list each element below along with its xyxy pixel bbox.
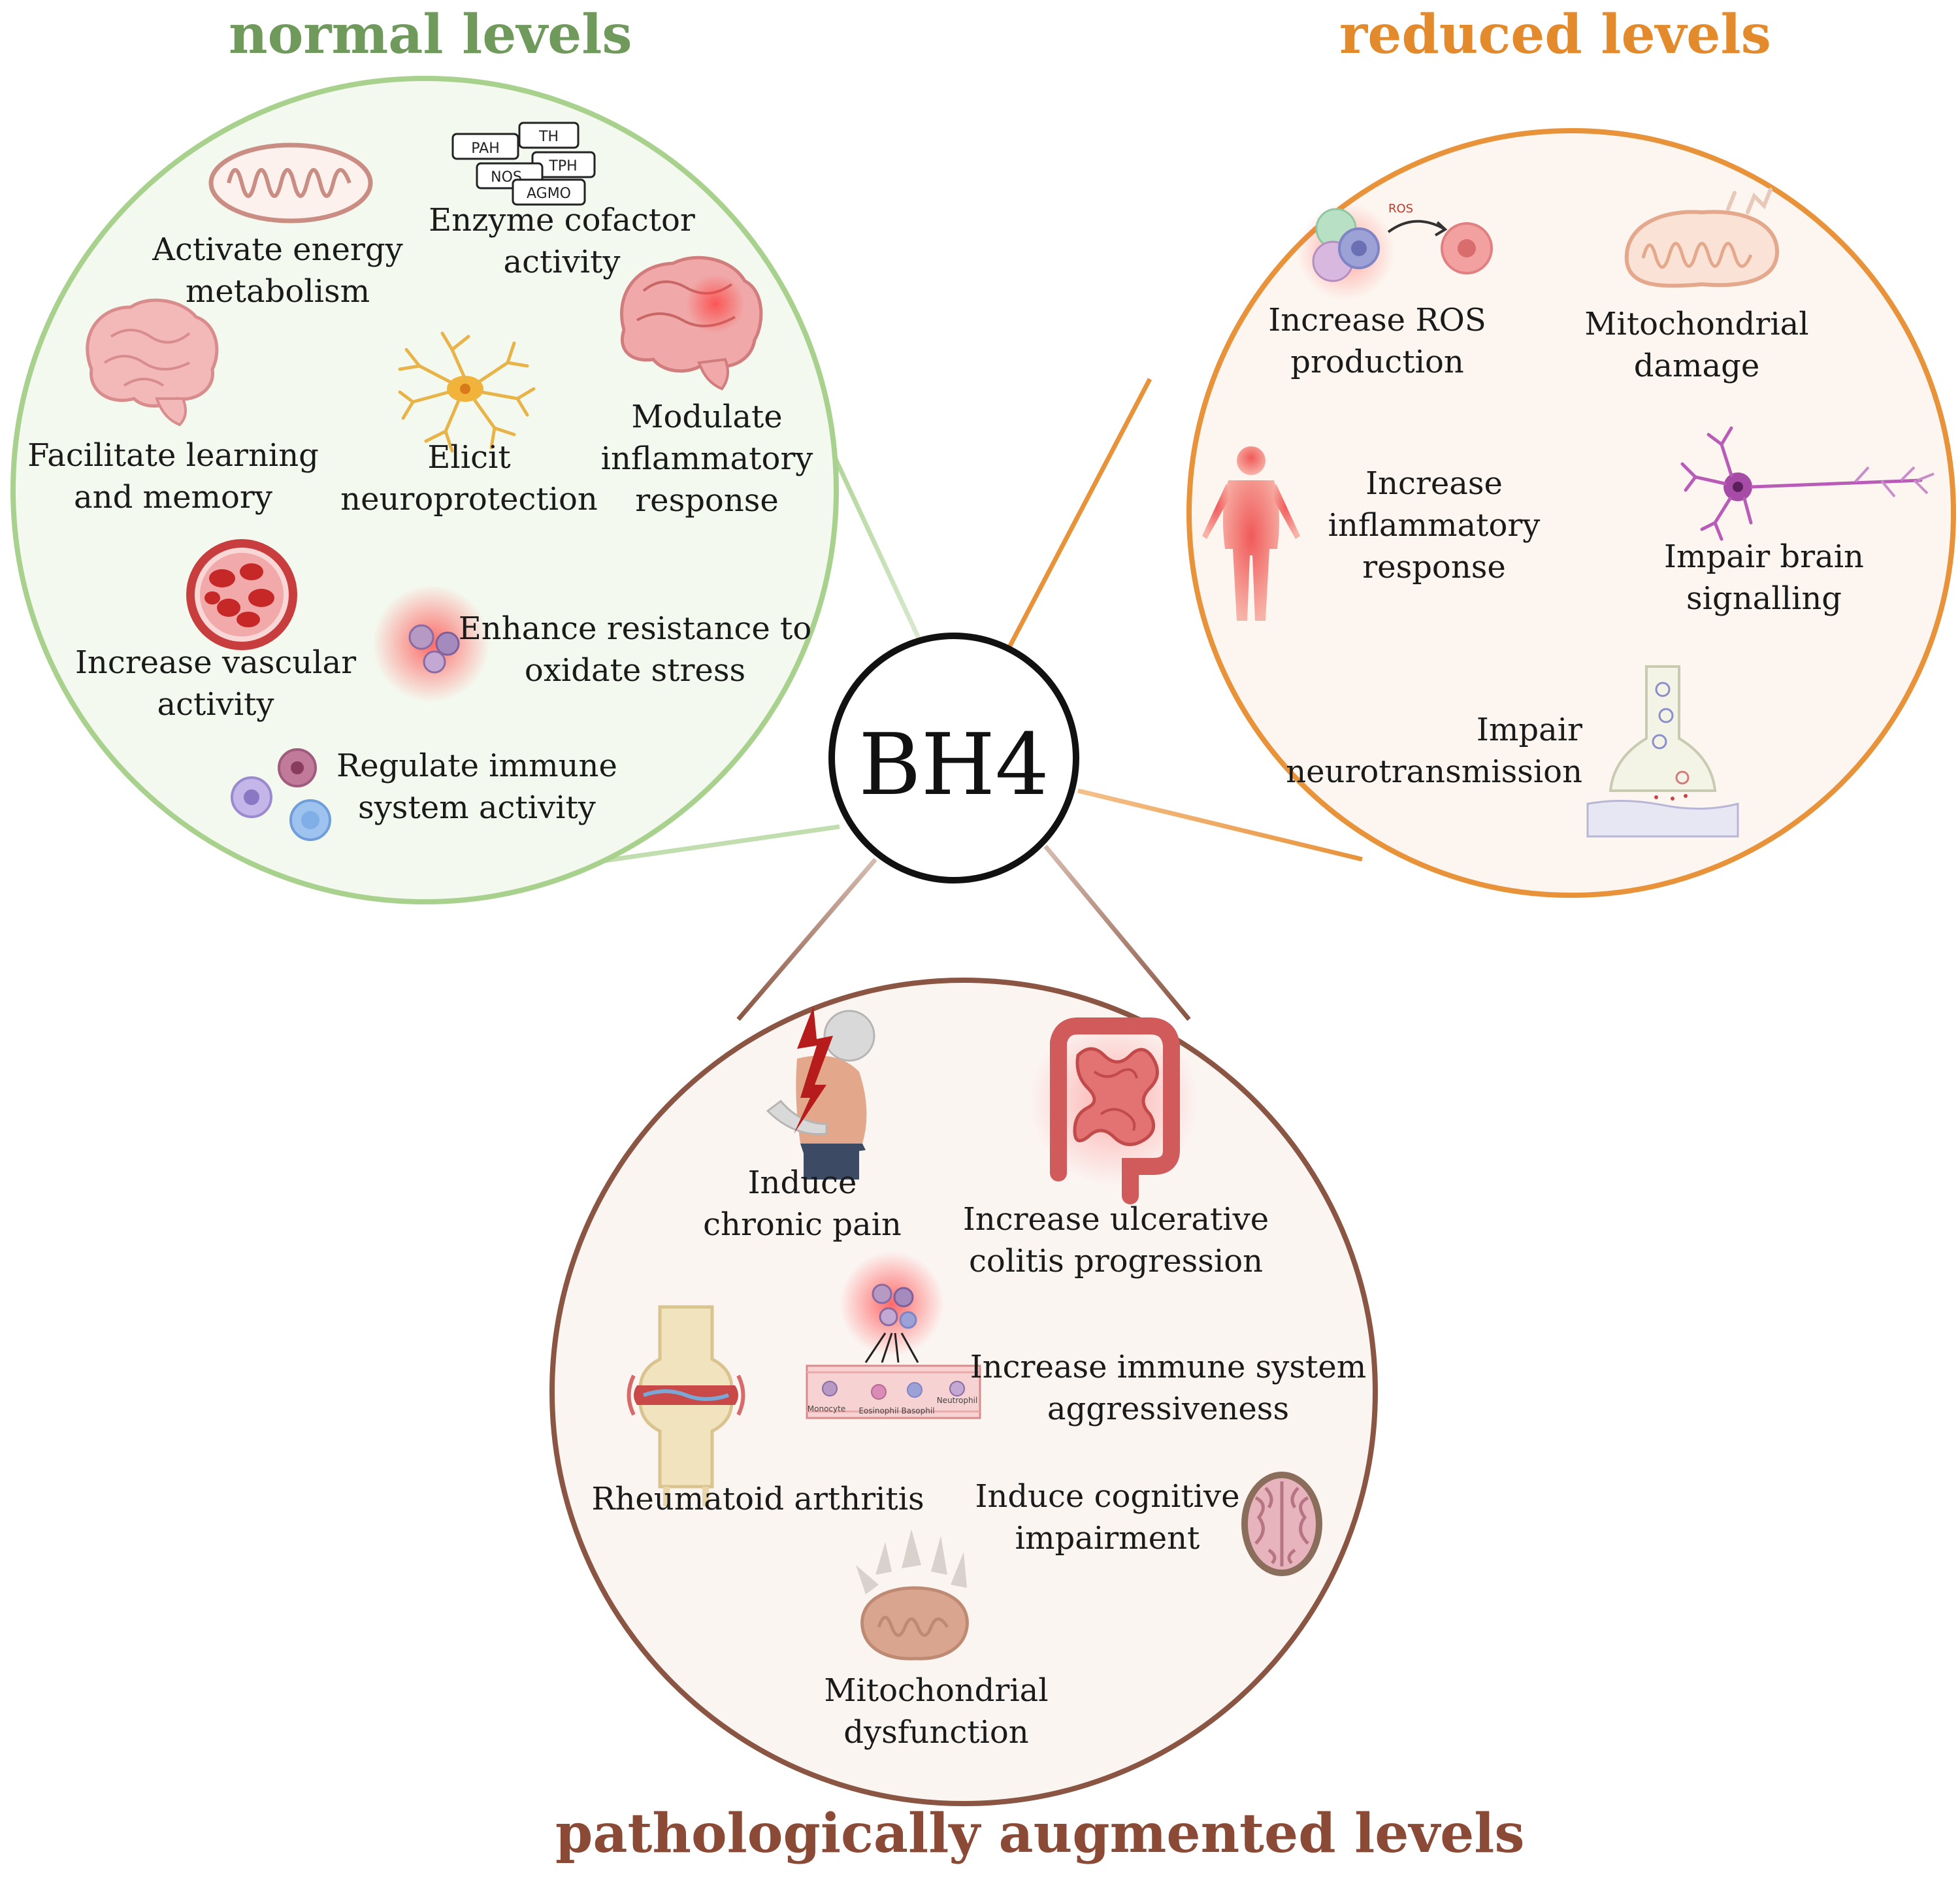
augmented-title: pathologically augmented levels — [555, 1802, 1525, 1865]
synapse-icon — [1586, 665, 1739, 838]
normal-title: normal levels — [229, 3, 632, 66]
knee-joint-icon — [627, 1305, 745, 1506]
augmented-item-arthritis-label: Rheumatoid arthritis — [591, 1481, 924, 1517]
neuron-icon — [1680, 426, 1935, 541]
ros-cells-icon: ROS — [1297, 202, 1493, 301]
inflamed-body-icon — [1202, 446, 1300, 621]
connector-augmented — [736, 844, 1191, 1021]
ros-tag: ROS — [1388, 202, 1413, 216]
vessel-label-monocyte: Monocyte — [808, 1404, 845, 1413]
brain-slice-icon — [1241, 1472, 1322, 1576]
connector-reduced — [1007, 378, 1363, 862]
immune-cells-icon — [231, 748, 331, 841]
damaged-mitochondrion-icon — [1624, 188, 1780, 288]
mitochondrion-icon — [208, 142, 373, 223]
bh4-label: BH4 — [858, 715, 1049, 814]
reduced-title: reduced levels — [1339, 3, 1771, 66]
brain-icon — [86, 298, 219, 427]
center-circle — [828, 633, 1079, 883]
vessel-label-neutrophil: Neutrophil — [937, 1396, 978, 1405]
glowing-cells-icon — [372, 585, 490, 702]
intestine-icon — [1029, 1016, 1199, 1204]
vessel-immune-icon: Monocyte Eosinophil Basophil Neutrophil — [806, 1251, 981, 1419]
reduced-circle — [1186, 128, 1956, 898]
enzyme-tag-pah: PAH — [471, 140, 499, 157]
astrocyte-icon — [398, 331, 536, 453]
enzyme-tag-agmo: AGMO — [527, 186, 571, 202]
broken-mitochondrion-icon — [856, 1529, 969, 1660]
enzyme-tag-tph: TPH — [548, 158, 577, 174]
vessel-label-eosinophil: Eosinophil — [858, 1406, 898, 1415]
enzyme-tag-th: TH — [538, 129, 559, 145]
blood-vessel-icon — [186, 539, 297, 650]
vessel-label-basophil: Basophil — [901, 1406, 934, 1415]
inflamed-brain-icon — [620, 256, 763, 391]
back-pain-icon — [766, 1006, 875, 1180]
enzyme-tags-icon: PAH TH TPH NOS AGMO — [451, 122, 596, 206]
